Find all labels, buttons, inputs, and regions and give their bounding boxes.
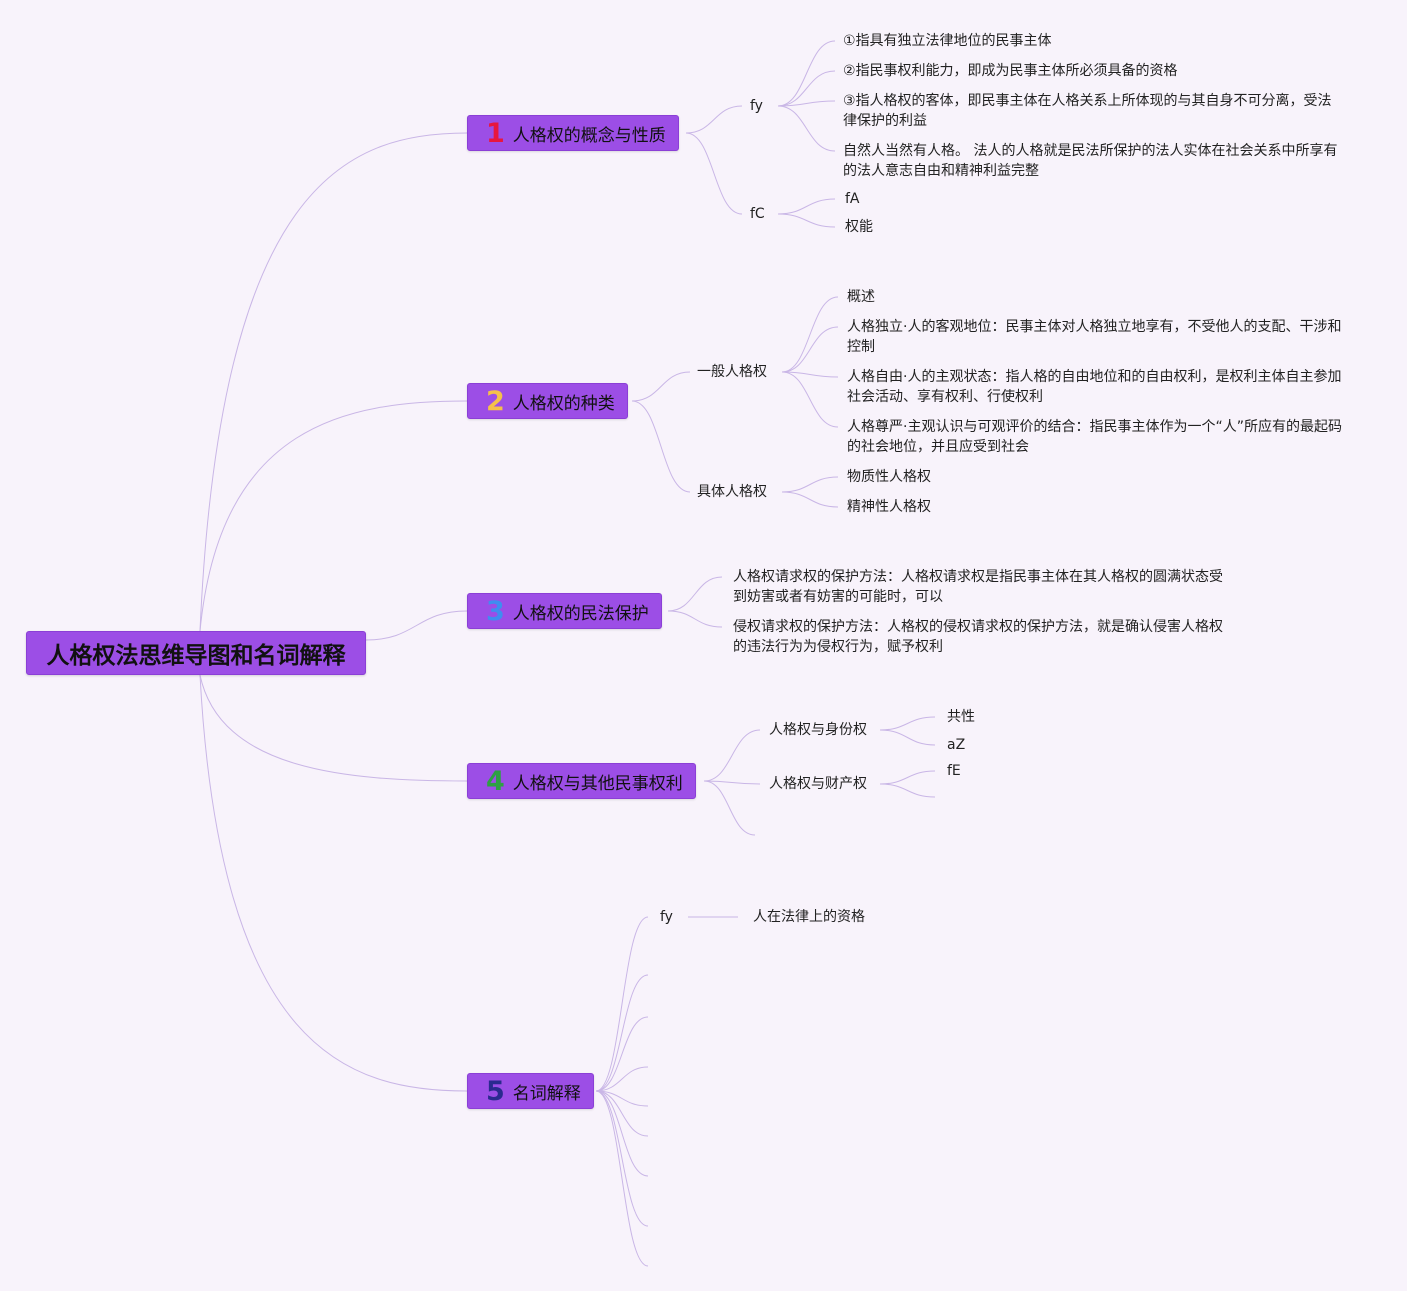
connector-line — [777, 40, 836, 107]
leaf-item[interactable]: 人格权请求权的保护方法：人格权请求权是指民事主体在其人格权的圆满状态受到妨害或者… — [733, 569, 1223, 605]
subtopic-fc[interactable]: fC — [750, 206, 765, 222]
leaf-item[interactable]: 人在法律上的资格 — [753, 909, 865, 925]
leaf-item[interactable]: ③指人格权的客体，即民事主体在人格关系上所体现的与其自身不可分离，受法律保护的利… — [843, 93, 1332, 129]
connector-line — [781, 476, 839, 493]
topic-title: 人格权的种类 — [512, 393, 615, 414]
leaf-item[interactable]: 物质性人格权 — [847, 469, 931, 485]
connector-line — [781, 371, 839, 428]
topic-number: 1 — [486, 117, 505, 149]
leaf-item[interactable]: 共性 — [947, 709, 975, 725]
connector-line — [667, 576, 723, 612]
connector-line — [595, 1090, 649, 1267]
connector-line — [685, 105, 743, 134]
subtopic-fy[interactable]: fy — [750, 98, 763, 114]
leaf-item[interactable]: 精神性人格权 — [847, 499, 931, 515]
connector-line — [781, 296, 839, 373]
topic-1[interactable]: 1 人格权的概念与性质 — [467, 115, 679, 151]
connector-line — [595, 974, 649, 1092]
connector-line — [685, 132, 743, 215]
leaf-item[interactable]: 人格独立·人的客观地位：民事主体对人格独立地享有，不受他人的支配、干涉和控制 — [847, 319, 1342, 355]
connector-line — [777, 198, 836, 215]
topic-3[interactable]: 3 人格权的民法保护 — [467, 593, 662, 629]
connector-line — [595, 916, 649, 1092]
connector-line — [595, 1090, 649, 1137]
topic-4[interactable]: 4 人格权与其他民事权利 — [467, 763, 696, 799]
leaf-item[interactable]: fA — [845, 191, 860, 207]
root-connector-line — [199, 400, 468, 632]
leaf-item[interactable]: ②指民事权利能力，即成为民事主体所必须具备的资格 — [843, 63, 1178, 79]
topic-2[interactable]: 2 人格权的种类 — [467, 383, 628, 419]
leaf-item[interactable]: fE — [947, 763, 961, 779]
connector-line — [777, 213, 836, 228]
topic-number: 4 — [486, 765, 505, 797]
leaf-item[interactable]: ①指具有独立法律地位的民事主体 — [843, 33, 1052, 49]
connector-line — [879, 716, 936, 731]
leaf-item[interactable]: 人格自由·人的主观状态：指人格的自由地位和的自由权利，是权利主体自主参加社会活动… — [847, 369, 1342, 405]
connector-line — [777, 100, 836, 107]
root-topic[interactable]: 人格权法思维导图和名词解释 — [26, 631, 366, 675]
connector-line — [879, 783, 936, 798]
subtopic-identity-right[interactable]: 人格权与身份权 — [769, 722, 867, 738]
connector-line — [781, 491, 839, 508]
subtopic-fy[interactable]: fy — [660, 909, 673, 925]
subtopic-general-personality[interactable]: 一般人格权 — [697, 364, 767, 380]
connector-line — [777, 105, 836, 152]
topic-number: 3 — [486, 595, 505, 627]
connector-line — [631, 371, 691, 402]
connector-line — [781, 371, 839, 378]
topic-title: 人格权与其他民事权利 — [512, 773, 683, 794]
leaf-item[interactable]: 侵权请求权的保护方法：人格权的侵权请求权的保护方法，就是确认侵害人格权的违法行为… — [733, 619, 1223, 655]
connector-line — [703, 729, 761, 782]
connector-line — [781, 326, 839, 373]
connector-line — [703, 780, 761, 785]
leaf-item[interactable]: aZ — [947, 737, 966, 753]
subtopic-property-right[interactable]: 人格权与财产权 — [769, 776, 867, 792]
topic-title: 名词解释 — [512, 1083, 581, 1104]
topic-title: 人格权的概念与性质 — [512, 125, 666, 146]
root-connector-line — [199, 674, 468, 1092]
connector-line — [667, 610, 723, 628]
connector-line — [595, 1016, 649, 1092]
leaf-item[interactable]: 权能 — [845, 219, 873, 235]
root-connector-line — [199, 674, 468, 782]
topic-title: 人格权的民法保护 — [512, 603, 649, 624]
topic-number: 5 — [486, 1075, 505, 1107]
leaf-item[interactable]: 人格尊严·主观认识与可观评价的结合：指民事主体作为一个“人”所应有的最起码的社会… — [847, 419, 1342, 455]
connector-line — [595, 1090, 649, 1177]
connector-line — [777, 70, 836, 107]
topic-number: 2 — [486, 385, 505, 417]
root-connector-line — [199, 132, 468, 632]
leaf-item[interactable]: 概述 — [847, 289, 875, 305]
connector-line — [595, 1090, 649, 1107]
connector-line — [879, 729, 936, 746]
connector-line — [879, 770, 936, 785]
connector-line — [595, 1066, 649, 1092]
leaf-item[interactable]: 自然人当然有人格。 法人的人格就是民法所保护的法人实体在社会关系中所享有的法人意… — [843, 143, 1338, 179]
connector-line — [631, 400, 691, 493]
topic-5[interactable]: 5 名词解释 — [467, 1073, 594, 1109]
subtopic-specific-personality[interactable]: 具体人格权 — [697, 484, 767, 500]
connector-line — [703, 780, 756, 836]
connector-line — [595, 1090, 649, 1227]
root-connector-line — [365, 610, 468, 641]
